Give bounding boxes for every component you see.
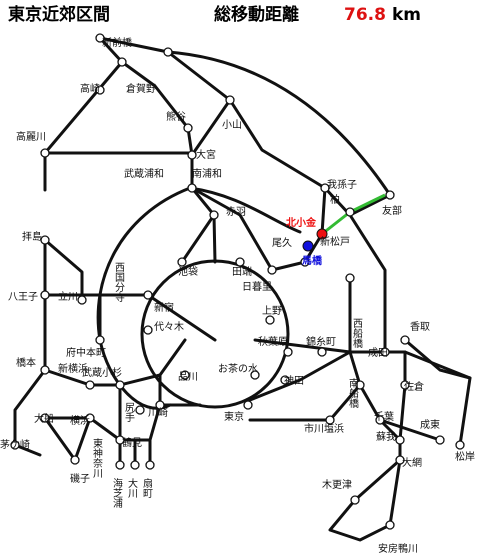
end-station-marker [302, 240, 314, 252]
station-label: 池袋 [178, 265, 198, 278]
station-label: 海芝浦 [111, 477, 123, 509]
station-label: 熊谷 [166, 110, 186, 123]
akabane-ikebukuro [180, 213, 216, 264]
musashino-line-north [188, 186, 302, 234]
station-label: 田端 [232, 265, 252, 278]
station-label: 新宿 [154, 301, 174, 314]
station-label: 鶴見 [122, 436, 142, 449]
station-label: 柏 [330, 193, 340, 206]
sagami-line [13, 368, 47, 457]
station-label: 赤羽 [226, 206, 246, 218]
tohoku-line [190, 186, 274, 272]
saikyo-line [190, 153, 217, 264]
station-label: 扇町 [141, 477, 153, 498]
station-label: お茶の水 [218, 362, 258, 375]
sobu-line [253, 338, 472, 447]
station-label: 日暮里 [242, 280, 272, 293]
station-label: 武蔵小杉 [82, 366, 122, 379]
sobu-south [348, 350, 402, 442]
station-label: 上野 [262, 305, 282, 317]
station-label: 我孫子 [327, 179, 357, 191]
station-label: 尻手 [123, 402, 135, 423]
station-label: 西国分寺 [113, 262, 125, 302]
station-label: 磯子 [70, 472, 90, 485]
station-label: 東京 [224, 410, 244, 423]
station-label: 南浦和 [192, 167, 222, 180]
station-label: 立川 [58, 290, 78, 303]
station-label: 蘇我 [376, 430, 396, 443]
keiyo-upper [248, 350, 352, 402]
distance-unit: km [392, 5, 421, 25]
station-label: 大宮 [196, 148, 216, 161]
chuo-line [43, 293, 217, 342]
station-label: 松岸 [455, 450, 475, 463]
station-label: 府中本町 [66, 346, 106, 359]
station-dots [10, 33, 465, 530]
station-label: 尾久 [272, 237, 292, 249]
narita-line-branch [348, 213, 387, 352]
station-label: 茅ケ崎 [0, 438, 30, 451]
station-label: 香取 [410, 321, 430, 333]
station-label: 横浜 [70, 414, 90, 427]
start-station-marker [316, 228, 328, 240]
station-label: 橋本 [16, 356, 36, 369]
ome-line [43, 238, 84, 302]
nambu-line [118, 338, 187, 387]
station-label: 八王子 [8, 291, 38, 303]
station-label: 成田 [368, 347, 388, 359]
station-label: 佐倉 [404, 380, 424, 393]
start-station-label: 北小金 [286, 216, 317, 229]
station-label: 品川 [178, 371, 198, 383]
station-label: 高崎 [80, 82, 100, 95]
hachiko-line [43, 36, 124, 192]
station-label: 錦糸町 [306, 335, 336, 348]
keiyo-line [248, 383, 362, 422]
station-label: 友部 [382, 204, 402, 217]
station-label: 神田 [284, 374, 304, 387]
station-label: 西船橋 [351, 318, 363, 349]
station-label: 東神奈川 [91, 437, 103, 478]
station-label: 成東 [420, 418, 440, 431]
utsunomiya-link [228, 98, 327, 190]
takasaki-line [120, 60, 194, 157]
station-label: 武蔵浦和 [124, 167, 164, 180]
togane-line [378, 418, 442, 442]
station-label: 秋葉原 [258, 335, 288, 348]
distance-label: 総移動距離 [214, 4, 299, 25]
station-label: 代々木 [154, 321, 184, 333]
mito-line [166, 50, 392, 197]
joban-line [270, 186, 327, 272]
station-label: 千葉 [374, 410, 394, 423]
station-label: 大網 [402, 456, 422, 469]
station-label: 高麗川 [16, 130, 46, 143]
end-station-label: 馬橋 [302, 254, 323, 267]
station-label: 川崎 [148, 406, 168, 419]
station-labels: 新前橋 高崎 倉賀野 熊谷 小山 高麗川 大宮 武蔵浦和 南浦和 我孫子 柏 友… [0, 36, 475, 555]
station-label: 南船橋 [347, 377, 359, 409]
distance-value: 76.8 [344, 5, 386, 25]
uchibo-sotobo-loop [328, 458, 402, 542]
station-label: 新松戸 [320, 235, 350, 248]
station-label: 小山 [222, 119, 242, 131]
narita-east [403, 338, 472, 380]
station-label: 木更津 [322, 479, 352, 491]
station-label: 市川塩浜 [304, 422, 344, 435]
station-label: 安房鴨川 [378, 542, 418, 555]
station-label: 拝島 [22, 230, 42, 243]
station-label: 倉賀野 [126, 82, 156, 95]
station-label: 新前橋 [102, 36, 132, 49]
station-label: 大川 [126, 477, 138, 498]
narita-south [398, 350, 407, 462]
station-label: 大船 [34, 412, 54, 425]
map-title: 東京近郊区間 [8, 4, 110, 25]
station-label: 新横浜 [58, 362, 88, 375]
ryomo-line [98, 36, 232, 157]
